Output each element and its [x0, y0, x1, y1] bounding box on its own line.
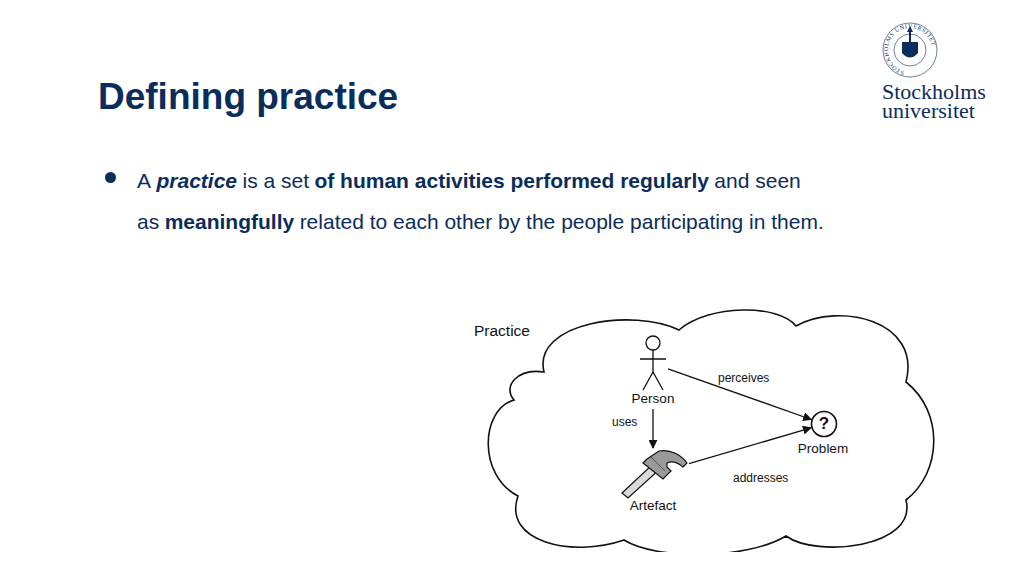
bullet-text-run: practice — [156, 169, 237, 192]
bullet-dot — [105, 172, 116, 183]
university-seal: STOCKHOLMS UNIVERSITET — [880, 20, 940, 80]
problem-circle: ? — [810, 410, 838, 438]
bullet-text-run: of human activities performed regularly — [314, 169, 708, 192]
hammer-icon — [619, 449, 689, 499]
node-label: Problem — [790, 441, 856, 456]
arrow-connector — [668, 369, 811, 420]
artefact-node: Artefact — [615, 448, 691, 514]
logo-wordmark: universitet — [882, 101, 975, 121]
cloud-path — [488, 310, 934, 552]
edge-label: perceives — [718, 371, 769, 385]
edge-label: addresses — [733, 471, 788, 485]
slide-title: Defining practice — [98, 76, 398, 118]
bullet-text-run: is a set — [242, 169, 309, 192]
bullet-text-run: A — [137, 169, 151, 192]
hammer-head — [643, 451, 687, 479]
cloud-heading: Practice — [474, 322, 532, 340]
stick-figure — [638, 335, 668, 392]
logo-wordmark: Stockholms — [882, 82, 986, 102]
problem-symbol: ? — [810, 413, 838, 435]
person-node: Person — [618, 333, 688, 409]
seal-text-path: STOCKHOLMS UNIVERSITET — [883, 23, 937, 76]
problem-node: ? Problem — [790, 410, 856, 456]
arrow-connector — [652, 409, 653, 448]
node-label: Person — [618, 391, 688, 406]
node-label: Artefact — [615, 498, 691, 513]
cloud-outline — [474, 300, 936, 552]
arrow-connector — [689, 428, 811, 464]
practice-cloud: PracticePerson? ProblemArtefact — [474, 300, 936, 552]
bullet-text-run: related to each other by the people part… — [300, 210, 824, 233]
bullet-text-run: meaningfully — [165, 210, 295, 233]
bullet-text: Apracticeis a setof human activities per… — [137, 160, 842, 242]
seal-text: STOCKHOLMS UNIVERSITET — [883, 23, 937, 76]
edge-label: uses — [612, 415, 637, 429]
